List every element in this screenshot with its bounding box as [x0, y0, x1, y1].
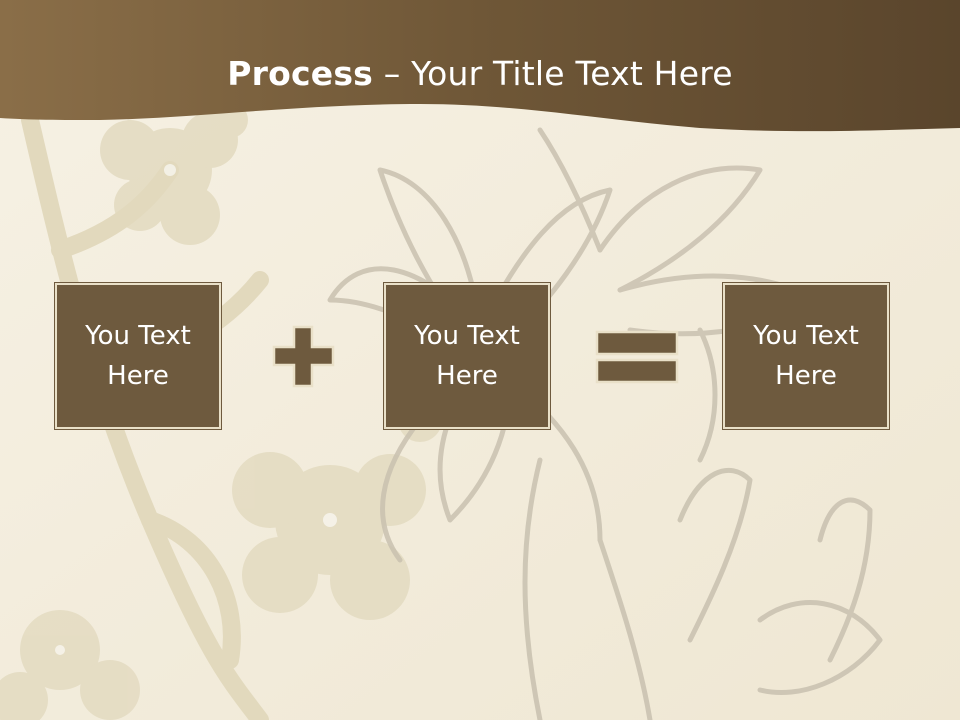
plus-icon — [272, 325, 335, 388]
title-bold: Process — [227, 54, 374, 93]
process-box-3[interactable]: You Text Here — [723, 283, 889, 429]
process-box-2[interactable]: You Text Here — [384, 283, 550, 429]
slide-title: Process – Your Title Text Here — [0, 52, 960, 96]
process-box-1[interactable]: You Text Here — [55, 283, 221, 429]
title-rest: – Your Title Text Here — [373, 54, 733, 93]
equals-icon — [595, 330, 679, 384]
